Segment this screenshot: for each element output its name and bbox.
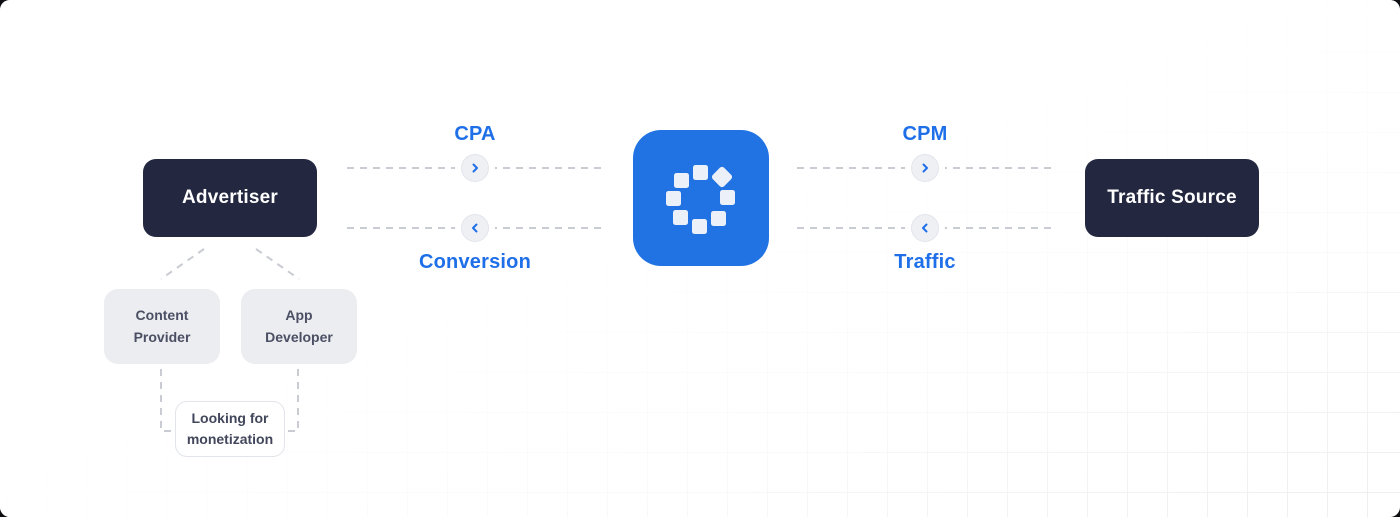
content-provider-node: Content Provider <box>104 289 220 364</box>
cpm-flow-label: CPM <box>902 123 948 145</box>
app-developer-label: App Developer <box>265 306 333 345</box>
chevron-right-icon <box>922 163 928 173</box>
ring-of-squares-logo-icon <box>692 164 708 180</box>
cpa-flow-label: CPA <box>454 123 496 145</box>
connector-advertiser-to-content-provider <box>160 248 205 280</box>
traffic-source-label: Traffic Source <box>1107 187 1237 208</box>
looking-for-monetization-node: Looking for monetization <box>175 401 285 457</box>
chevron-right-icon <box>472 163 478 173</box>
traffic-source-node: Traffic Source <box>1085 159 1259 237</box>
connector-app-developer-to-looking <box>288 369 299 432</box>
chevron-left-icon <box>922 223 928 233</box>
cpa-direction-badge <box>461 154 489 182</box>
conversion-flow-label: Conversion <box>418 251 532 273</box>
cpm-direction-badge <box>911 154 939 182</box>
traffic-flow-label: Traffic <box>894 251 956 273</box>
logo-diamond-square <box>710 165 734 189</box>
advertiser-label: Advertiser <box>182 187 278 208</box>
advertiser-node: Advertiser <box>143 159 317 237</box>
app-developer-node: App Developer <box>241 289 357 364</box>
connector-advertiser-to-app-developer <box>255 248 300 280</box>
chevron-left-icon <box>472 223 478 233</box>
looking-for-monetization-label: Looking for monetization <box>186 410 274 447</box>
traffic-direction-badge <box>911 214 939 242</box>
content-provider-label: Content Provider <box>133 306 191 345</box>
conversion-direction-badge <box>461 214 489 242</box>
network-logo-tile <box>633 130 769 266</box>
connector-content-provider-to-looking <box>160 369 171 432</box>
